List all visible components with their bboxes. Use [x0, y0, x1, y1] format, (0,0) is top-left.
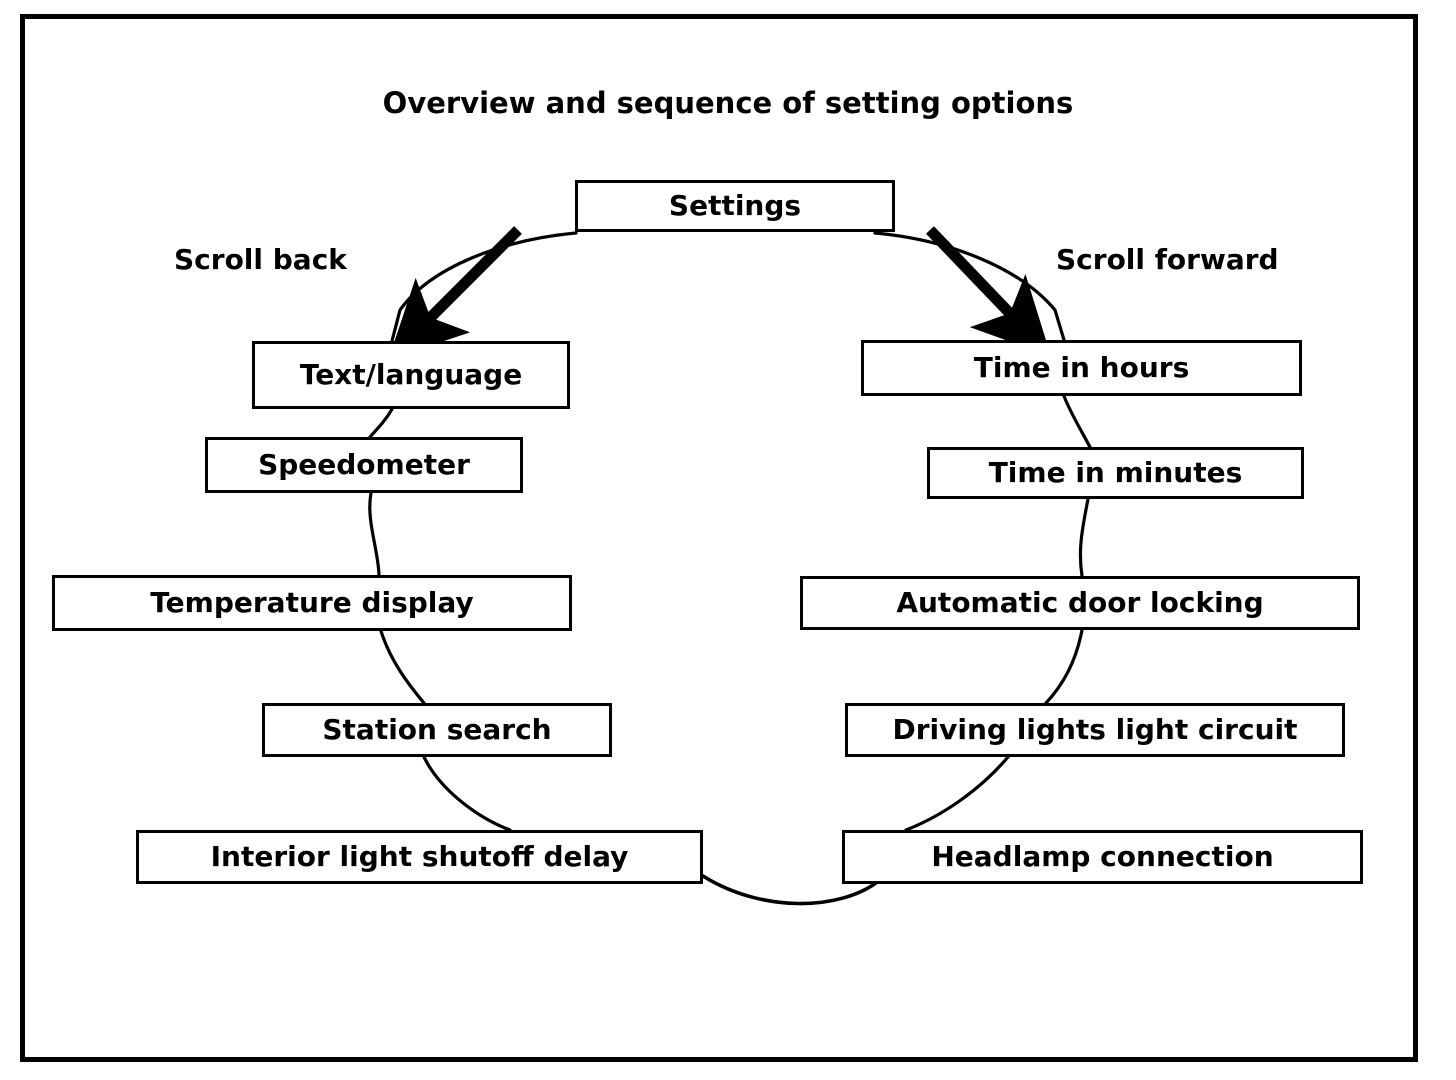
- node-interior-light-shutoff-delay[interactable]: Interior light shutoff delay: [136, 830, 703, 884]
- node-settings[interactable]: Settings: [575, 180, 895, 232]
- scroll-forward-label: Scroll forward: [1056, 243, 1279, 276]
- node-station-search[interactable]: Station search: [262, 703, 612, 757]
- node-time-in-minutes[interactable]: Time in minutes: [927, 447, 1304, 499]
- document-frame: [20, 14, 1418, 1062]
- node-text-language[interactable]: Text/language: [252, 341, 570, 409]
- node-headlamp-connection[interactable]: Headlamp connection: [842, 830, 1363, 884]
- node-driving-lights-light-circuit[interactable]: Driving lights light circuit: [845, 703, 1345, 757]
- node-automatic-door-locking[interactable]: Automatic door locking: [800, 576, 1360, 630]
- page-title: Overview and sequence of setting options: [382, 86, 1074, 120]
- node-temperature-display[interactable]: Temperature display: [52, 575, 572, 631]
- node-time-in-hours[interactable]: Time in hours: [861, 340, 1302, 396]
- node-speedometer[interactable]: Speedometer: [205, 437, 523, 493]
- scroll-back-label: Scroll back: [174, 243, 347, 276]
